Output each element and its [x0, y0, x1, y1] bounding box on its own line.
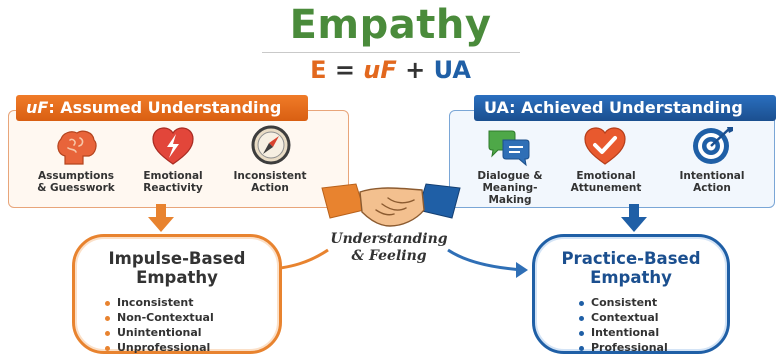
banner-text-assumed: : Assumed Understanding — [48, 98, 282, 117]
item-label-line1: Emotional — [576, 170, 636, 182]
formula-equals: = — [334, 56, 355, 84]
item-label-line2: Attunement — [570, 182, 642, 194]
lightning-heart-icon — [152, 127, 194, 165]
center-line1: Understanding — [330, 231, 448, 247]
item-label-line1: Dialogue & — [477, 170, 543, 182]
list-item: Contextual — [579, 310, 727, 325]
speech-bubbles-icon — [488, 130, 530, 167]
bullet-dot — [579, 345, 584, 351]
bullet-text: Contextual — [591, 311, 659, 324]
banner-text-achieved: UA: Achieved Understanding — [484, 98, 743, 117]
page-title: Empathy — [289, 2, 492, 48]
title-divider — [262, 52, 520, 53]
card-title-line2: Empathy — [590, 268, 672, 287]
item-label: Intentional Action — [664, 170, 760, 194]
down-arrow-icon — [621, 204, 647, 232]
practice-bullet-list: Consistent Contextual Intentional Profes… — [535, 295, 727, 355]
bullet-dot — [579, 330, 584, 336]
item-label-line1: Assumptions — [37, 170, 115, 182]
list-item: Intentional — [579, 325, 727, 340]
item-label: Emotional Reactivity — [125, 170, 221, 194]
list-item: Unintentional — [105, 325, 279, 340]
down-arrow-icon — [148, 204, 174, 232]
card-title-line1: Practice-Based — [561, 249, 701, 268]
bullet-text: Intentional — [591, 326, 660, 339]
arrow-to-practice — [447, 248, 525, 272]
item-label: Dialogue & Meaning-Making — [462, 170, 558, 206]
compass-icon — [251, 125, 291, 165]
banner-key-uf: uF — [26, 98, 49, 117]
list-item: Professional — [579, 340, 727, 355]
item-label-line2: Action — [251, 182, 289, 194]
empathy-formula: E = uF + UA — [0, 56, 781, 84]
item-label-line1: Intentional — [679, 170, 745, 182]
assumed-understanding-banner: uF: Assumed Understanding — [16, 95, 308, 121]
center-line2: & Feeling — [351, 248, 427, 264]
formula-plus: + — [405, 56, 426, 84]
achieved-understanding-banner: UA: Achieved Understanding — [474, 95, 776, 121]
bullet-dot — [579, 315, 584, 321]
item-label: Inconsistent Action — [222, 170, 318, 194]
formula-e: E — [310, 56, 327, 84]
bullet-text: Professional — [591, 341, 668, 354]
bullet-text: Unintentional — [117, 326, 202, 339]
arrow-head-right — [516, 262, 528, 278]
bullet-dot — [105, 345, 110, 351]
bullet-dot — [579, 300, 584, 306]
card-title-line2: Empathy — [136, 268, 218, 287]
item-label: Emotional Attunement — [558, 170, 654, 194]
impulse-based-empathy-card: Impulse-Based Empathy Inconsistent Non-C… — [72, 234, 282, 354]
list-item: Inconsistent — [105, 295, 279, 310]
handshake-icon — [321, 183, 461, 227]
formula-ua: UA — [433, 56, 471, 84]
item-label-line2: Reactivity — [143, 182, 203, 194]
bullet-text: Unprofessional — [117, 341, 211, 354]
bullet-text: Non-Contextual — [117, 311, 214, 324]
bullet-text: Inconsistent — [117, 296, 194, 309]
bullet-dot — [105, 330, 110, 336]
bullet-text: Consistent — [591, 296, 658, 309]
item-label-line1: Emotional — [143, 170, 203, 182]
item-label-line1: Inconsistent — [233, 170, 307, 182]
practice-card-title: Practice-Based Empathy — [535, 249, 727, 287]
target-icon — [693, 127, 733, 164]
list-item: Non-Contextual — [105, 310, 279, 325]
understanding-feeling-label: Understanding & Feeling — [322, 231, 456, 265]
check-heart-icon — [584, 127, 626, 165]
bullet-dot — [105, 300, 110, 306]
impulse-card-title: Impulse-Based Empathy — [75, 249, 279, 287]
card-title-line1: Impulse-Based — [108, 249, 246, 268]
list-item: Unprofessional — [105, 340, 279, 355]
item-label-line2: Meaning-Making — [482, 182, 538, 206]
list-item: Consistent — [579, 295, 727, 310]
practice-based-empathy-card: Practice-Based Empathy Consistent Contex… — [532, 234, 730, 354]
item-label: Assumptions & Guesswork — [28, 170, 124, 194]
brain-icon — [57, 130, 97, 165]
bullet-dot — [105, 315, 110, 321]
item-label-line2: & Guesswork — [37, 182, 115, 194]
impulse-bullet-list: Inconsistent Non-Contextual Unintentiona… — [75, 295, 279, 355]
formula-uf: uF — [363, 56, 397, 84]
item-label-line2: Action — [693, 182, 731, 194]
